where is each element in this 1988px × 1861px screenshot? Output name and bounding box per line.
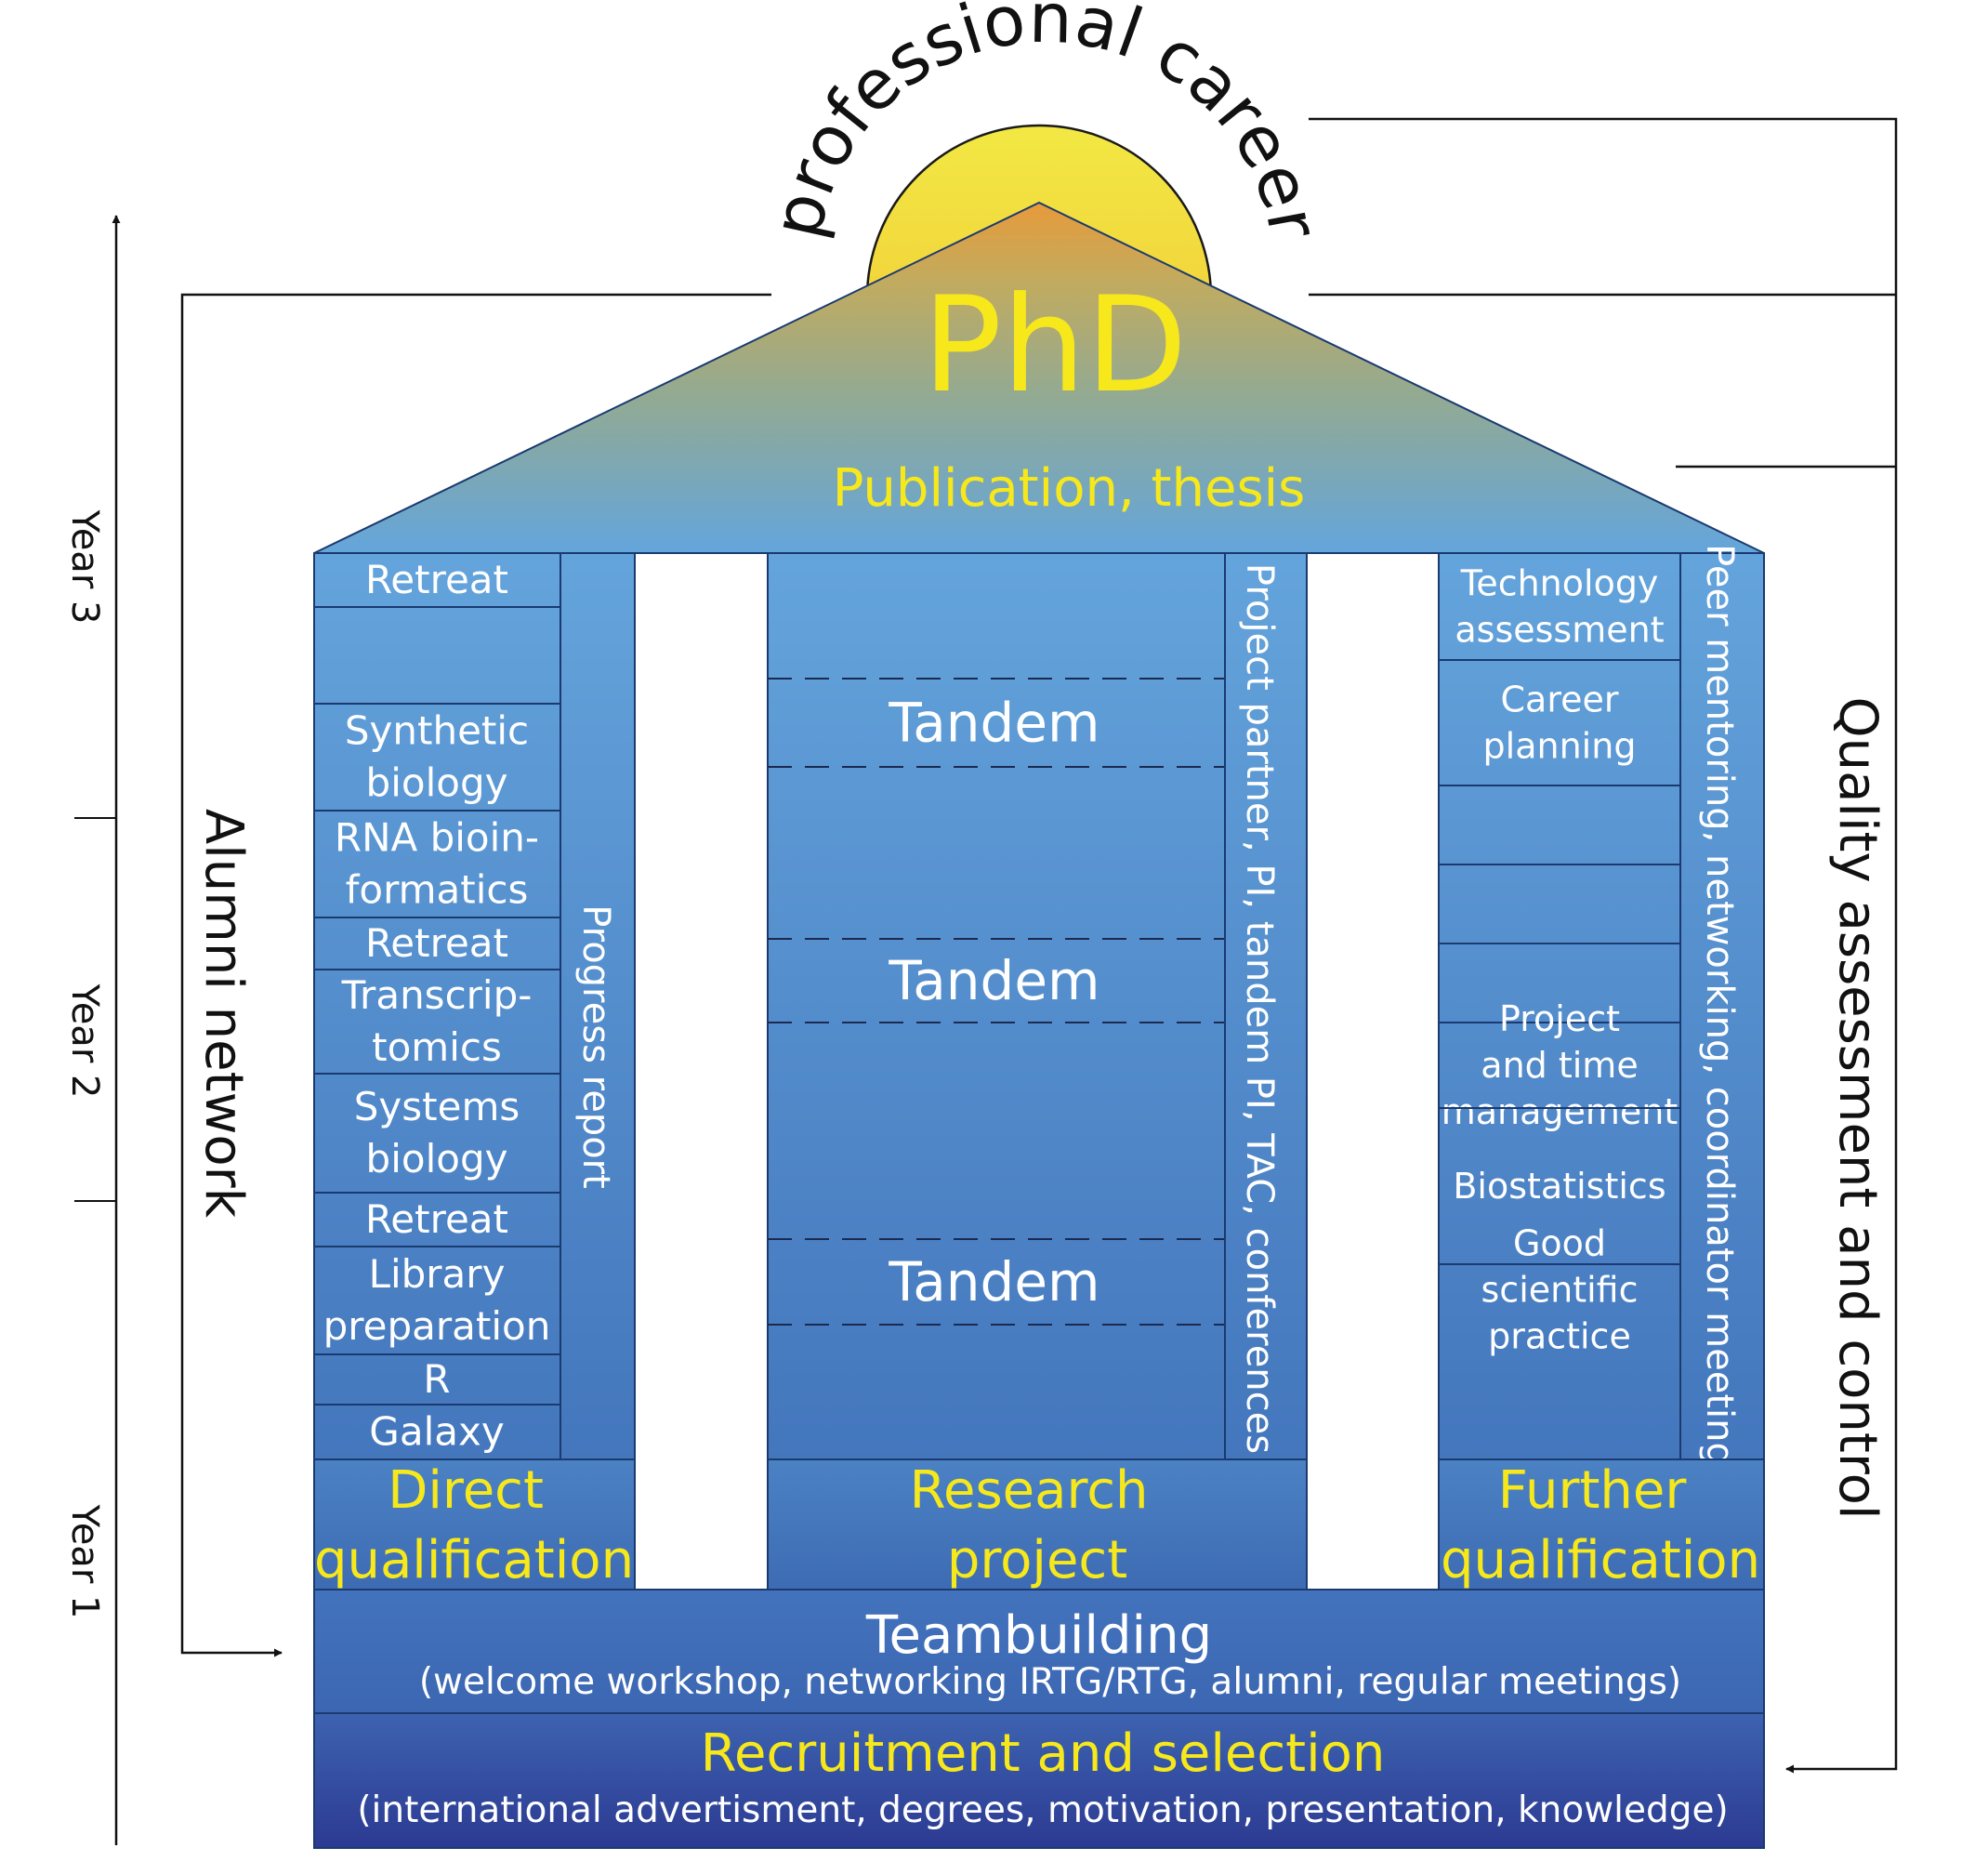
research-label-box: [767, 1458, 1308, 1590]
research-side-label: Project partner, PI, tandem PI, TAC, con…: [1238, 563, 1281, 1454]
teambuilding-subtitle: (welcome workshop, networking IRTG/RTG, …: [419, 1661, 1681, 1703]
further-label-box: [1438, 1458, 1765, 1590]
year-3-label: Year 3: [63, 509, 106, 625]
direct-item: Transcrip-tomics: [341, 972, 533, 1070]
tandem-label: Tandem: [888, 692, 1099, 755]
further-pillar: [1438, 552, 1765, 1460]
direct-label-box: [313, 1458, 636, 1590]
teambuilding-box: [313, 1589, 1765, 1714]
direct-item: R: [423, 1356, 450, 1402]
year-2-label: Year 2: [63, 983, 106, 1099]
further-side-label: Peer mentoring, networking, coordinator …: [1698, 544, 1741, 1466]
further-label: Further qualification: [1441, 1460, 1760, 1590]
progress-report-label: Progress report: [574, 904, 617, 1189]
direct-item: RNA bioin-formatics: [335, 815, 539, 913]
alumni-network-line: [180, 293, 771, 1657]
phd-title: PhD: [923, 269, 1188, 422]
direct-item: Retreat: [365, 920, 508, 966]
quality-control-line: [1309, 117, 1898, 1774]
roof-text: Publication, thesis: [833, 458, 1306, 519]
tandem-label: Tandem: [888, 1250, 1099, 1313]
direct-label: Direct qualification: [314, 1460, 634, 1590]
teambuilding-title: Teambuilding: [865, 1605, 1212, 1666]
further-item: Biostatistics: [1453, 1166, 1665, 1207]
direct-item: Retreat: [365, 557, 508, 602]
direct-item: Galaxy: [369, 1409, 504, 1455]
recruitment-box: [313, 1712, 1765, 1849]
year-1-label: Year 1: [63, 1504, 106, 1619]
recruitment-title: Recruitment and selection: [701, 1723, 1386, 1784]
tandem-label: Tandem: [888, 949, 1099, 1012]
quality-control-label: Quality assessment and control: [1827, 697, 1888, 1520]
research-pillar: [767, 552, 1308, 1460]
direct-item: Retreat: [365, 1196, 508, 1242]
recruitment-subtitle: (international advertisment, degrees, mo…: [357, 1789, 1728, 1831]
research-label: Research project: [910, 1460, 1165, 1590]
alumni-network-label: Alumni network: [193, 809, 254, 1219]
